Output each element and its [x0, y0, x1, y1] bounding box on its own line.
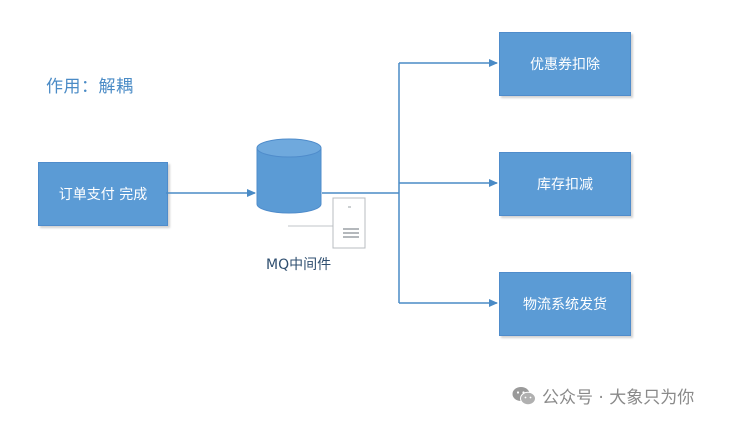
note-text: 作用：解耦: [46, 77, 134, 97]
logistics-shipping-label: 物流系统发货: [523, 297, 607, 313]
order-payment-box: 订单支付 完成: [38, 162, 168, 226]
wechat-icon: [512, 386, 536, 405]
order-payment-label: 订单支付 完成: [58, 187, 148, 203]
logistics-shipping-box: 物流系统发货: [499, 272, 631, 336]
coupon-deduction-label: 优惠券扣除: [530, 57, 600, 73]
database-icon: [256, 138, 322, 214]
server-icon: [288, 197, 366, 249]
watermark-text: 公众号 · 大象只为你: [542, 388, 695, 408]
watermark: 公众号 · 大象只为你: [512, 383, 694, 408]
mq-middleware-label: MQ中间件: [266, 257, 332, 273]
coupon-deduction-box: 优惠券扣除: [499, 32, 631, 96]
inventory-deduction-label: 库存扣减: [537, 177, 593, 193]
inventory-deduction-box: 库存扣减: [499, 152, 631, 216]
